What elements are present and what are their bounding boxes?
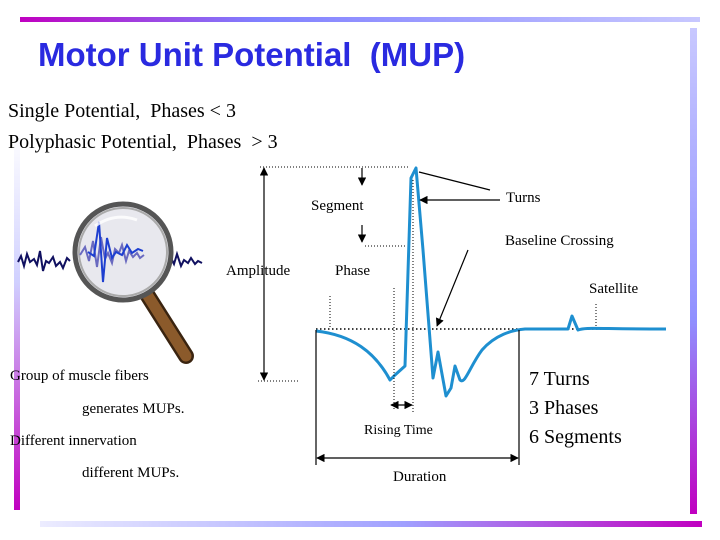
- magnified-signal-2: [87, 221, 144, 283]
- label-phase: Phase: [335, 263, 370, 279]
- label-rising-time: Rising Time: [364, 423, 433, 438]
- note-generates-mups: generates MUPs.: [82, 401, 185, 417]
- fiber-signal-left: [17, 250, 71, 272]
- top-accent-bar: [20, 17, 700, 22]
- label-satellite: Satellite: [589, 281, 639, 297]
- note-different-mups: different MUPs.: [82, 465, 180, 481]
- label-duration: Duration: [393, 469, 447, 485]
- right-accent-bar: [690, 28, 697, 514]
- mup-waveform: [315, 166, 667, 398]
- bottom-accent-bar: [40, 521, 702, 527]
- polyphasic-potential-line: Polyphasic Potential, Phases > 3: [8, 131, 278, 153]
- label-segment: Segment: [311, 198, 364, 214]
- summary-segments: 6 Segments: [529, 426, 622, 448]
- note-different-innervation: Different innervation: [10, 433, 137, 449]
- label-baseline-crossing: Baseline Crossing: [505, 233, 614, 249]
- summary-phases: 3 Phases: [529, 397, 599, 419]
- single-potential-line: Single Potential, Phases < 3: [8, 100, 236, 122]
- summary-turns: 7 Turns: [529, 368, 590, 390]
- left-accent-bar: [14, 130, 20, 510]
- fiber-signal-right: [169, 250, 203, 269]
- note-group-of-muscle-fibers: Group of muscle fibers: [10, 368, 149, 384]
- label-amplitude: Amplitude: [226, 263, 291, 279]
- magnifier-illustration: [17, 201, 203, 364]
- label-turns: Turns: [506, 190, 541, 206]
- slide-title: Motor Unit Potential (MUP): [38, 36, 466, 73]
